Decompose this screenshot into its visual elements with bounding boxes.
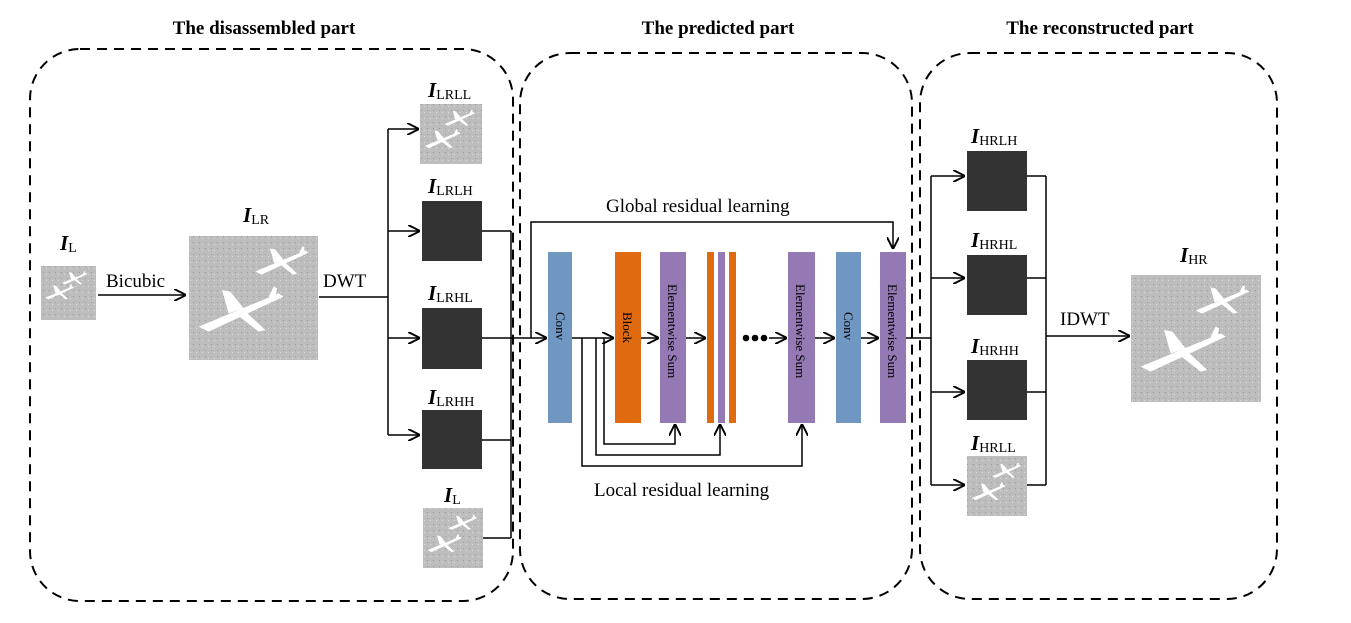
repeat-sum-bar: [718, 252, 725, 423]
label-i-lrll: ILRLL: [427, 78, 471, 103]
label-i-l-copy: IL: [443, 483, 461, 508]
image-i-l-copy: [423, 508, 483, 568]
label-i-hrhh: IHRHH: [970, 334, 1019, 359]
label-i-lr: ILR: [242, 203, 270, 228]
elementwise-sum-2-label: Elementwise Sum: [793, 284, 808, 378]
global-residual-label: Global residual learning: [606, 196, 790, 217]
elementwise-sum-2: [788, 252, 815, 423]
conv-block-2: [836, 252, 861, 423]
local-residual-path-2: [595, 338, 720, 456]
ellipsis-dot-3: [760, 334, 768, 342]
local-residual-path-3: [581, 338, 802, 467]
image-i-lrlh: [422, 201, 482, 261]
label-i-lrhl: ILRHL: [427, 281, 473, 306]
dwt-label: DWT: [323, 271, 367, 292]
conv-block-2-label: Conv: [841, 312, 856, 341]
conv-block-1: [548, 252, 572, 423]
repeat-block-bar-1: [707, 252, 714, 423]
label-i-hrhl: IHRHL: [970, 228, 1017, 253]
image-i-hrll: [967, 456, 1027, 516]
elementwise-sum-3: [880, 252, 906, 423]
label-i-lrlh: ILRLH: [427, 174, 473, 199]
ellipsis-dot-2: [751, 334, 759, 342]
image-i-hrhh: [967, 360, 1027, 420]
image-i-hrlh: [967, 151, 1027, 211]
residual-block: [615, 252, 641, 423]
predicted-region: [519, 52, 913, 600]
image-i-lrhh: [422, 410, 482, 469]
bicubic-label: Bicubic: [106, 271, 165, 292]
image-i-lrll: [420, 104, 482, 164]
local-residual-path-1: [603, 338, 675, 445]
local-residual-label: Local residual learning: [594, 480, 770, 501]
label-i-l: IL: [59, 231, 77, 256]
disassembled-region: [29, 48, 514, 602]
label-i-hr: IHR: [1179, 243, 1208, 268]
repeat-block-bar-2: [729, 252, 736, 423]
idwt-label: IDWT: [1060, 309, 1110, 330]
image-i-l: [41, 266, 96, 320]
elementwise-sum-1-label: Elementwise Sum: [665, 284, 680, 378]
label-i-lrhh: ILRHH: [427, 385, 474, 410]
label-i-hrlh: IHRLH: [970, 124, 1017, 149]
global-residual-path: [530, 221, 893, 338]
elementwise-sum-3-label: Elementwise Sum: [885, 284, 900, 378]
ellipsis-dot-1: [742, 334, 750, 342]
reconstructed-region: [919, 52, 1278, 600]
conv-block-1-label: Conv: [553, 312, 568, 341]
section-title-reconstructed: The reconstructed part: [1006, 18, 1194, 39]
image-i-lr: [189, 236, 318, 360]
section-title-disassembled: The disassembled part: [173, 18, 356, 39]
label-i-hrll: IHRLL: [970, 431, 1016, 456]
section-title-predicted: The predicted part: [642, 18, 795, 39]
image-i-lrhl: [422, 308, 482, 369]
elementwise-sum-1: [660, 252, 686, 423]
image-i-hr: [1131, 275, 1261, 402]
image-i-hrhl: [967, 255, 1027, 315]
residual-block-label: Block: [620, 312, 635, 344]
